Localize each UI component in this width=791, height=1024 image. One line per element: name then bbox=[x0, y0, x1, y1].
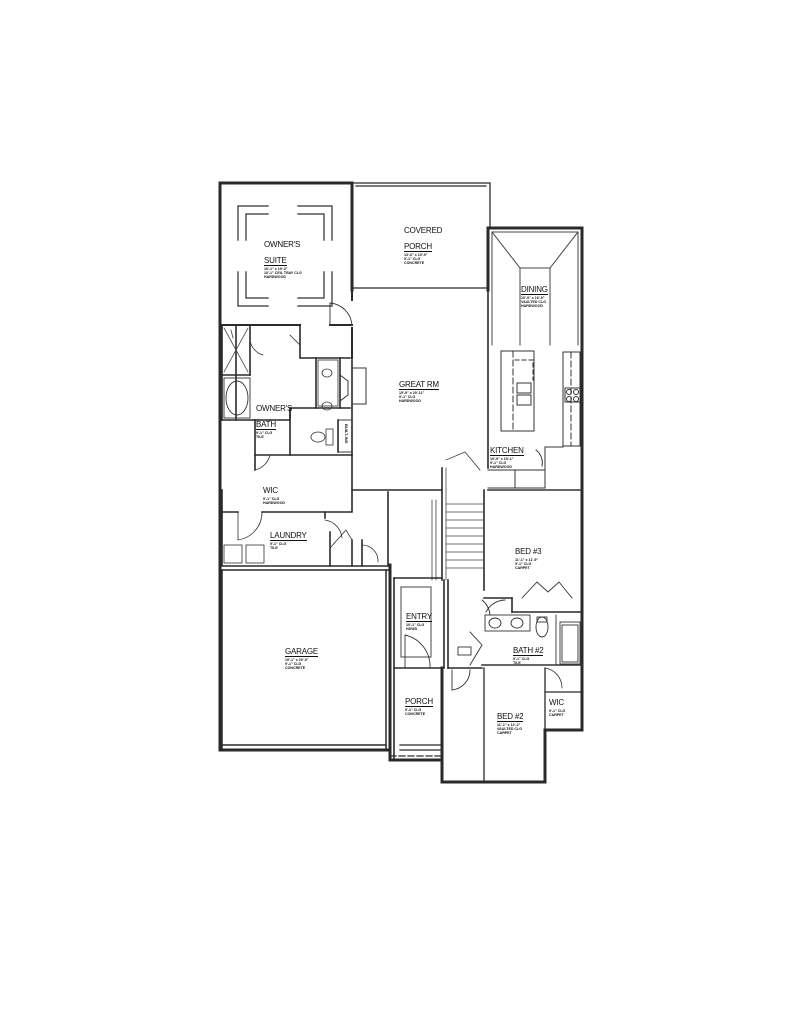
room-floor: CARPET bbox=[515, 566, 530, 571]
room-name: GARAGE bbox=[285, 647, 319, 657]
room-ceiling: 9'-1" CLG bbox=[405, 708, 422, 712]
room-dims: 11'-1" x 11'-9" bbox=[515, 558, 539, 562]
room-dims: 10'-9" x 16'-9" bbox=[521, 296, 545, 300]
room-name: PORCH bbox=[405, 697, 433, 707]
wic-laundry-walls bbox=[221, 454, 391, 571]
room-name: LAUNDRY bbox=[270, 531, 307, 541]
room-dims: 15'-9" x 20'-11" bbox=[399, 391, 425, 395]
kitchen-fixtures bbox=[487, 350, 583, 491]
room-label-garage: GARAGE 19'-1" x 20'-9" 9'-1" CLG CONCRET… bbox=[285, 642, 318, 670]
room-label-dining: DINING 10'-9" x 16'-9" VAULTED CLG HARDW… bbox=[521, 280, 548, 308]
room-name: KITCHEN bbox=[490, 446, 524, 456]
room-ceiling: 9'-1" CLG bbox=[515, 562, 532, 567]
room-ceiling: 9'-1" CLG bbox=[256, 431, 273, 435]
room-name: WIC bbox=[549, 698, 564, 707]
room-name: SUITE bbox=[264, 256, 287, 266]
garage-walls bbox=[221, 569, 387, 749]
room-floor: CARPET bbox=[549, 713, 564, 718]
room-name: WIC bbox=[263, 486, 278, 495]
room-label-owners-bath: OWNER'S BATH 9'-1" CLG TILE bbox=[256, 399, 292, 439]
bed2-walls bbox=[389, 667, 583, 783]
room-dims: 16'-1" x 19'-3" bbox=[264, 267, 288, 271]
room-label-porch: PORCH 9'-1" CLG CONCRETE bbox=[405, 692, 433, 716]
room-label-bed-2: BED #2 11'-1" x 12'-2" VAULTED CLG CARPE… bbox=[497, 707, 524, 736]
room-label-great-rm: GREAT RM 15'-9" x 20'-11" 9'-1" CLG HARD… bbox=[399, 375, 439, 403]
room-name: OWNER'S bbox=[264, 240, 301, 249]
room-floor: CONCRETE bbox=[404, 261, 425, 266]
room-label-owners-suite: OWNER'S SUITE 16'-1" x 19'-3" 10'-1" CEI… bbox=[264, 235, 302, 279]
room-floor: HARDWOOD bbox=[521, 304, 543, 309]
room-floor: CONCRETE bbox=[405, 712, 426, 717]
room-ceiling: 10'-1" CLG bbox=[406, 623, 425, 627]
owners-suite-walls bbox=[219, 289, 353, 359]
room-label-bath-2: BATH #2 9'-1" CLG TILE bbox=[513, 641, 544, 666]
room-name: DINING bbox=[521, 285, 548, 295]
owners-suite-tray-ceiling bbox=[237, 205, 333, 307]
room-ceiling: 9'-1" CLG bbox=[270, 542, 287, 546]
room-dims: 13'-0" x 10'-9" bbox=[404, 253, 428, 257]
room-floor: HARDWOOD bbox=[264, 275, 286, 280]
room-ceiling: 9'-1" CLG bbox=[490, 461, 507, 466]
room-label-kitchen: KITCHEN 10'-9" x 19'-1" 9'-1" CLG HARDWO… bbox=[490, 441, 524, 469]
covered-porch-outline bbox=[351, 182, 491, 289]
room-name: BED #2 bbox=[497, 712, 524, 722]
room-name: ENTRY bbox=[406, 612, 432, 622]
room-floor: HARDWOOD bbox=[490, 465, 512, 470]
room-label-laundry: LAUNDRY 9'-1" CLG TILE bbox=[270, 526, 307, 550]
room-floor: HARDWOOD bbox=[399, 399, 421, 404]
room-floor: HARDWOOD bbox=[263, 501, 285, 506]
room-name: BATH bbox=[256, 420, 276, 430]
bed3-walls bbox=[483, 489, 583, 613]
room-ceiling: 9'-1" CLG bbox=[285, 662, 302, 667]
room-ceiling: 10'-1" CEIL TRAY CLG bbox=[264, 271, 302, 276]
room-ceiling: 9'-1" CLG bbox=[513, 657, 530, 661]
room-ceiling: 9'-1" CLG bbox=[404, 257, 421, 262]
bath2-fixtures bbox=[481, 614, 583, 666]
room-floor: TILE bbox=[513, 661, 521, 666]
room-dims: 19'-1" x 20'-9" bbox=[285, 658, 309, 662]
room-ceiling: VAULTED CLG bbox=[521, 300, 547, 305]
room-ceiling: 9'-1" CLG bbox=[549, 709, 566, 713]
room-floor: HDWD bbox=[406, 627, 418, 632]
room-floor: TILE bbox=[256, 435, 264, 440]
room-name: BATH #2 bbox=[513, 646, 544, 656]
owners-bath-walls bbox=[221, 324, 353, 471]
room-label-covered-porch: COVERED PORCH 13'-0" x 10'-9" 9'-1" CLG … bbox=[404, 221, 442, 265]
stairs bbox=[431, 451, 485, 581]
room-label-wic-bed2: WIC 9'-1" CLG CARPET bbox=[549, 693, 566, 718]
room-name: COVERED bbox=[404, 226, 443, 235]
room-dims: 11'-1" x 12'-2" bbox=[497, 723, 521, 727]
exterior-walls bbox=[218, 181, 584, 784]
room-name: OWNER'S bbox=[256, 404, 293, 413]
room-name: PORCH bbox=[404, 242, 432, 252]
built-ins-label: BUILT-INS bbox=[344, 424, 349, 444]
room-name: GREAT RM bbox=[399, 380, 439, 390]
room-label-bed-3: BED #3 11'-1" x 11'-9" 9'-1" CLG CARPET bbox=[515, 542, 542, 571]
room-dims: 10'-9" x 19'-1" bbox=[490, 457, 514, 461]
room-name: BED #3 bbox=[515, 547, 542, 556]
room-floor: TILE bbox=[270, 546, 278, 551]
room-ceiling: 9'-1" CLG bbox=[399, 395, 416, 400]
entry-walls bbox=[393, 577, 483, 761]
room-floor: CARPET bbox=[497, 731, 512, 736]
dining-vault-lines bbox=[491, 231, 579, 346]
great-room-walls bbox=[351, 287, 489, 581]
room-floor: CONCRETE bbox=[285, 666, 306, 671]
room-ceiling: 9'-1" CLG bbox=[263, 497, 280, 501]
room-ceiling: VAULTED CLG bbox=[497, 727, 523, 732]
room-label-entry: ENTRY 10'-1" CLG HDWD bbox=[406, 607, 432, 631]
room-label-wic-owner: WIC 9'-1" CLG HARDWOOD bbox=[263, 481, 285, 506]
